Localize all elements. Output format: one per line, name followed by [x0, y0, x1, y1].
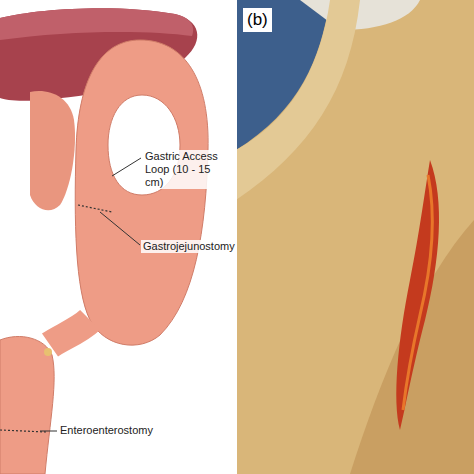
part-label: Gastric Access Loop (10 - 15 cm) — [143, 150, 233, 189]
part-label: Enteroenterostomy — [58, 424, 172, 437]
panel-label: (b) — [243, 8, 272, 32]
part-label: Gastrojejunostomy — [141, 240, 235, 253]
